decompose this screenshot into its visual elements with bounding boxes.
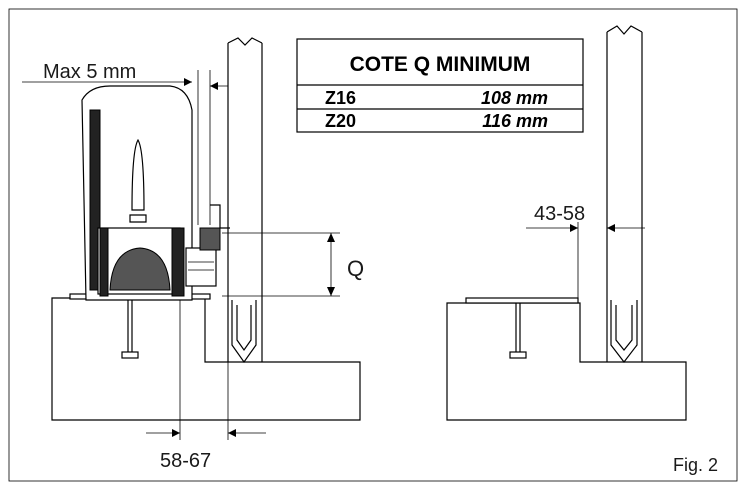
left-concrete-base <box>51 297 361 421</box>
max-gap-label: Max 5 mm <box>43 61 136 83</box>
table-row-value: 108 mm <box>481 88 548 108</box>
pinion-housing <box>185 247 217 287</box>
right-v-track <box>610 300 638 363</box>
right-base-plate <box>465 297 579 304</box>
table-row-value: 116 mm <box>482 111 548 131</box>
table-title: COTE Q MINIMUM <box>350 53 531 76</box>
left-v-track <box>231 300 257 364</box>
range-left-label: 58-67 <box>160 450 211 472</box>
left-anchor-nut <box>121 351 139 359</box>
figure-label: Fig. 2 <box>673 455 718 475</box>
table-row-model: Z16 <box>325 88 356 108</box>
right-gate-post <box>606 32 643 300</box>
motor-gear-cover <box>109 247 171 291</box>
left-gate-post <box>227 43 263 300</box>
right-view <box>446 25 687 421</box>
right-concrete-base <box>446 302 687 421</box>
left-view <box>22 37 361 440</box>
cote-q-table <box>296 38 584 133</box>
motor-handle <box>131 138 145 211</box>
table-row-model: Z20 <box>325 111 356 131</box>
motor-unit <box>81 85 230 301</box>
figure-frame <box>8 8 738 482</box>
range-right-label: 43-58 <box>534 203 585 225</box>
q-label: Q <box>347 256 364 281</box>
